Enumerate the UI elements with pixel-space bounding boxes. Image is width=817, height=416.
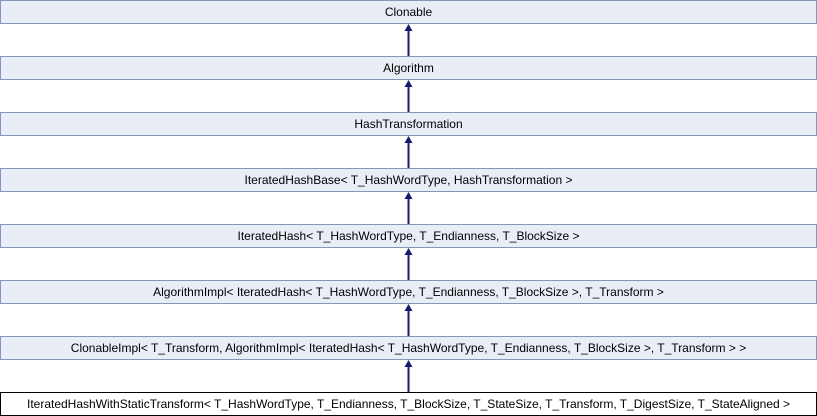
arrow-shaft bbox=[407, 255, 410, 280]
inheritance-arrow bbox=[404, 304, 413, 336]
class-node-hashtransformation[interactable]: HashTransformation bbox=[0, 112, 817, 136]
inheritance-arrow bbox=[404, 80, 413, 112]
class-node-iteratedhashbase[interactable]: IteratedHashBase< T_HashWordType, HashTr… bbox=[0, 168, 817, 192]
class-node-iteratedhashwithstatictransform-current: IteratedHashWithStaticTransform< T_HashW… bbox=[0, 392, 817, 416]
arrow-shaft bbox=[407, 87, 410, 112]
inheritance-arrow bbox=[404, 248, 413, 280]
inheritance-arrow bbox=[404, 192, 413, 224]
arrow-head-icon bbox=[404, 192, 413, 199]
arrow-shaft bbox=[407, 31, 410, 56]
arrow-head-icon bbox=[404, 24, 413, 31]
arrow-head-icon bbox=[404, 248, 413, 255]
inheritance-arrow bbox=[404, 360, 413, 392]
arrow-head-icon bbox=[404, 304, 413, 311]
class-node-iteratedhash[interactable]: IteratedHash< T_HashWordType, T_Endianne… bbox=[0, 224, 817, 248]
arrow-shaft bbox=[407, 311, 410, 336]
arrow-shaft bbox=[407, 367, 410, 392]
class-node-clonable[interactable]: Clonable bbox=[0, 0, 817, 24]
inheritance-arrow bbox=[404, 136, 413, 168]
class-node-algorithmimpl[interactable]: AlgorithmImpl< IteratedHash< T_HashWordT… bbox=[0, 280, 817, 304]
arrow-head-icon bbox=[404, 136, 413, 143]
arrow-head-icon bbox=[404, 360, 413, 367]
arrow-shaft bbox=[407, 199, 410, 224]
arrow-shaft bbox=[407, 143, 410, 168]
class-node-clonableimpl[interactable]: ClonableImpl< T_Transform, AlgorithmImpl… bbox=[0, 336, 817, 360]
arrow-head-icon bbox=[404, 80, 413, 87]
inheritance-arrow bbox=[404, 24, 413, 56]
class-node-algorithm[interactable]: Algorithm bbox=[0, 56, 817, 80]
